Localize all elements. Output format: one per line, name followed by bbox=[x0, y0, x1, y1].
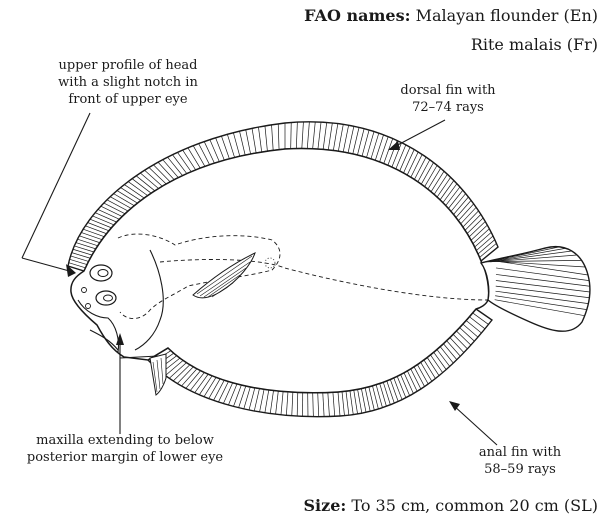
dorsal-leader bbox=[392, 120, 445, 148]
upper-eye-icon bbox=[90, 265, 112, 281]
head-leader-2 bbox=[22, 258, 73, 272]
lower-eye-icon bbox=[96, 291, 116, 305]
anal-leader bbox=[453, 405, 497, 445]
pelvic-fin bbox=[150, 354, 166, 395]
